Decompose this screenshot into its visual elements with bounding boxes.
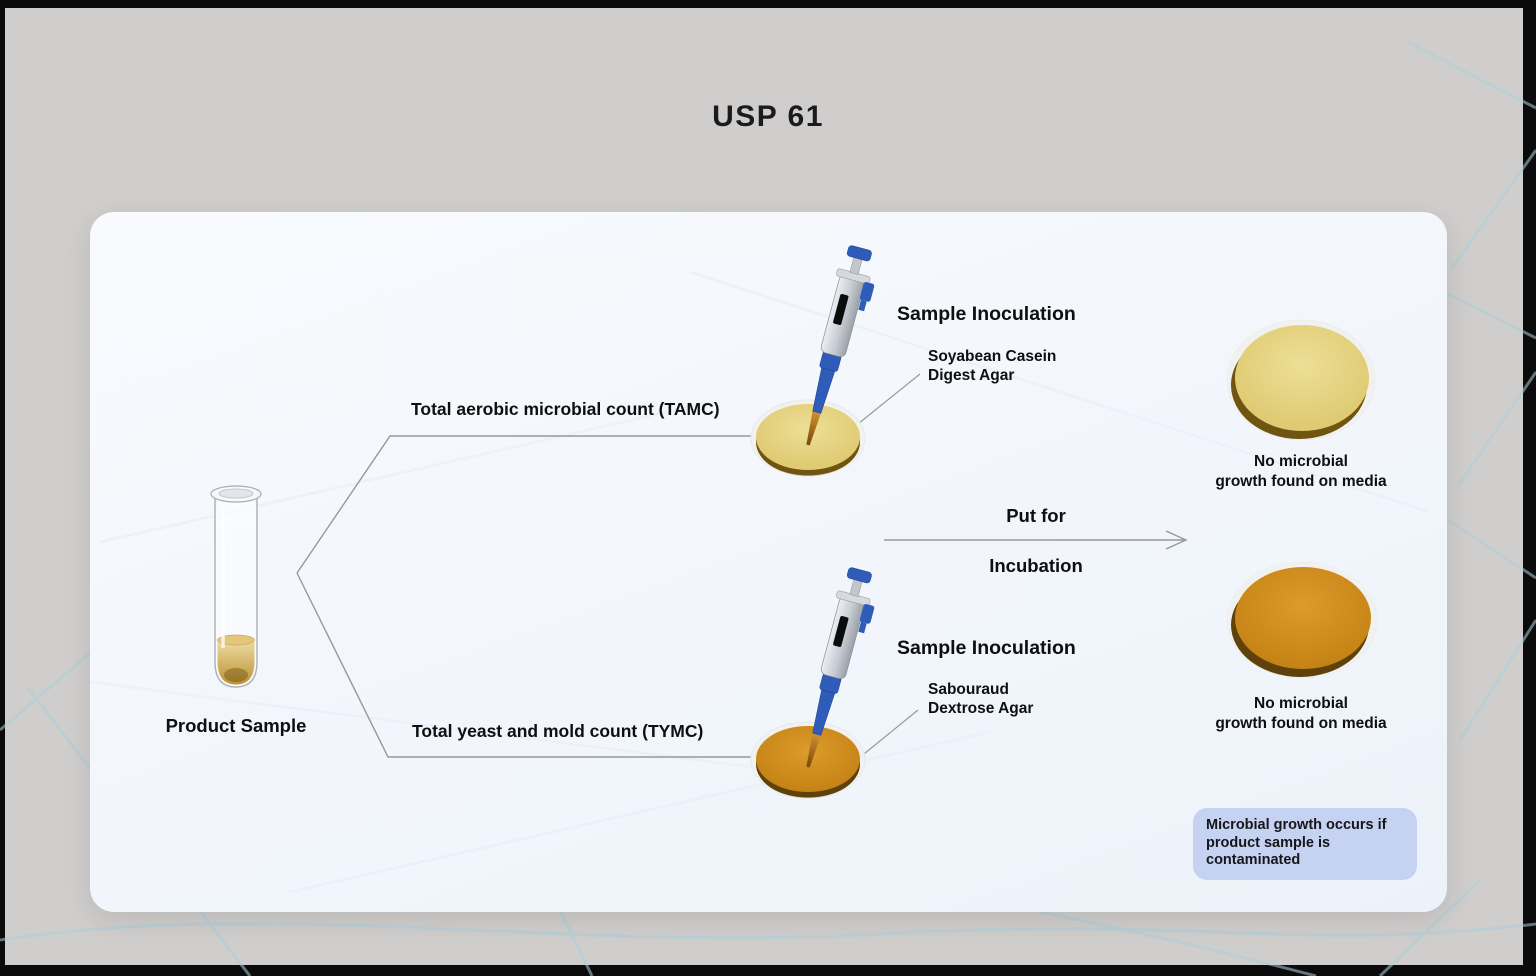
page-title: USP 61 — [712, 100, 824, 133]
result-label-tymc: No microbial growth found on media — [1181, 694, 1421, 734]
card-texture — [90, 270, 1431, 894]
result-label-tymc-line2: growth found on media — [1215, 714, 1387, 732]
agar-label-tamc-line2: Digest Agar — [928, 366, 1015, 384]
result-label-tamc-line1: No microbial — [1254, 453, 1348, 470]
agar-label-tymc: Sabouraud Dextrose Agar — [928, 681, 1078, 719]
incubation-label-line1: Put for — [1006, 505, 1066, 526]
product-sample-label: Product Sample — [165, 715, 307, 736]
result-label-tymc-line1: No microbial — [1254, 695, 1348, 712]
contamination-note: Microbial growth occurs if product sampl… — [1193, 808, 1417, 880]
result-label-tamc: No microbial growth found on media — [1181, 452, 1421, 492]
incubation-label-line2: Incubation — [989, 555, 1083, 576]
agar-label-tymc-line2: Dextrose Agar — [928, 699, 1034, 717]
agar-label-tamc-line1: Soyabean Casein — [928, 348, 1057, 365]
agar-label-tamc: Soyabean Casein Digest Agar — [928, 348, 1078, 386]
agar-label-tymc-line1: Sabouraud — [928, 681, 1009, 698]
tamc-label: Total aerobic microbial count (TAMC) — [411, 399, 720, 419]
sample-inoculation-label-tamc: Sample Inoculation — [897, 303, 1076, 325]
tymc-label: Total yeast and mold count (TYMC) — [412, 721, 704, 741]
sample-inoculation-label-tymc: Sample Inoculation — [897, 637, 1076, 659]
result-label-tamc-line2: growth found on media — [1215, 472, 1387, 490]
diagram-card — [90, 212, 1447, 912]
